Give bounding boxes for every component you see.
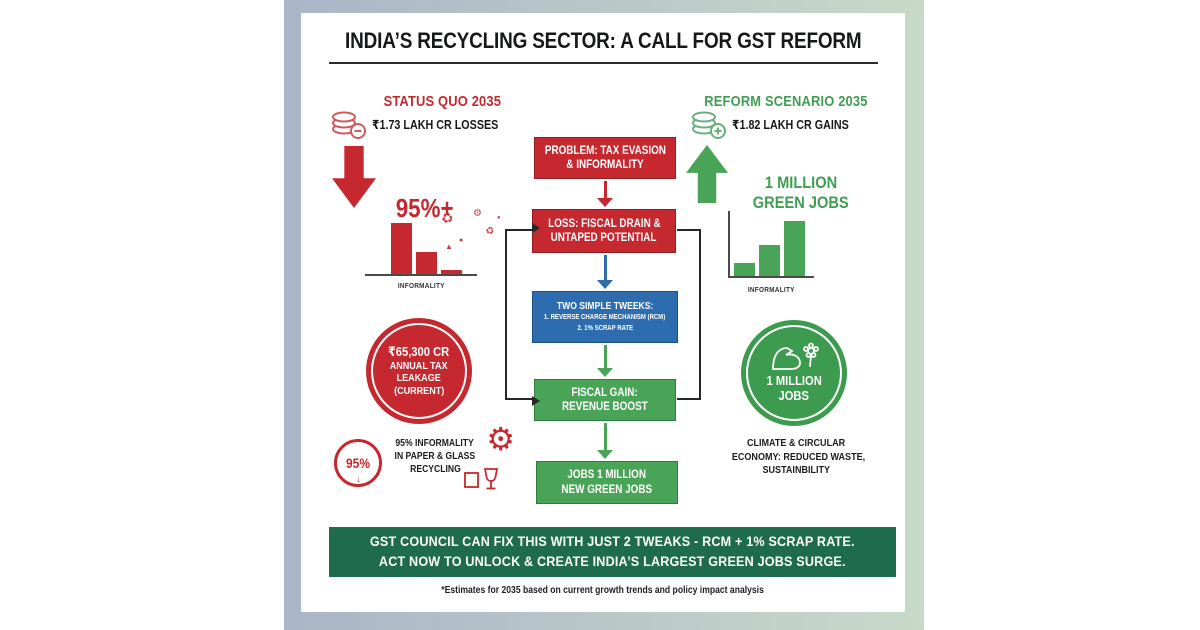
coins-minus-icon [332,111,366,139]
title-divider [329,62,878,64]
green-jobs-heading: 1 MILLION GREEN JOBS [753,173,849,213]
badge-ring [746,325,842,421]
informality-stat: 95%+ [396,193,454,223]
tiny-down-arrow-icon: ↓ [356,474,361,484]
status-quo-heading: STATUS QUO 2035 [383,93,501,110]
gear-icon: ⚙ [473,208,482,219]
reform-heading: REFORM SCENARIO 2035 [704,93,868,110]
recycle-icon: ♻ [439,208,456,228]
bar [759,245,780,276]
gains-value: ₹1.82 LAKH CR GAINS [732,118,849,132]
flow-box-jobs: JOBS 1 MILLION NEW GREEN JOBS [536,461,678,504]
recycle-icon: ♻ [483,225,496,238]
page-title: INDIA’S RECYCLING SECTOR: A CALL FOR GST… [344,28,862,53]
banner-line-1: GST COUNCIL CAN FIX THIS WITH JUST 2 TWE… [370,533,855,550]
paper-glass-note: 95% INFORMALITY IN PAPER & GLASS RECYCLI… [394,438,476,475]
bar [416,252,437,274]
informal-sector-icons: ♻ ⚙ ● ♻ ▲ ● [439,209,509,261]
infographic-card: INDIA’S RECYCLING SECTOR: A CALL FOR GST… [301,13,905,612]
flow-arrow-green [597,345,614,377]
footnote: *Estimates for 2035 based on current gro… [441,585,765,596]
bar [441,270,462,274]
gear-icon: ⚙ [486,421,515,457]
climate-note: CLIMATE & CIRCULAR ECONOMY: REDUCED WAST… [731,437,866,477]
dot-icon: ● [497,215,501,221]
bar [734,263,755,276]
million-jobs-badge: 1 MILLION JOBS [741,320,847,426]
box-and-glass-icon [464,468,499,490]
dot-icon: ● [459,237,464,244]
flow-box-problem: PROBLEM: TAX EVASION & INFORMALITY [534,137,676,179]
banner-line-2: ACT NOW TO UNLOCK & CREATE INDIA’S LARGE… [379,553,846,569]
left-connector-bracket [505,223,540,406]
status-quo-chart-label: INFORMALITY [397,281,445,290]
call-to-action-banner: GST COUNCIL CAN FIX THIS WITH JUST 2 TWE… [329,527,896,577]
flow-box-loss: LOSS: FISCAL DRAIN & UNTAPED POTENTIAL [532,209,676,253]
status-quo-bar-chart [365,221,477,276]
badge-ring [371,323,467,419]
ninety-five-percent-ring: 95% ↓ [334,439,382,487]
reform-bar-chart [728,211,814,278]
flow-arrow-green [597,423,614,459]
flow-arrow-blue [597,255,614,289]
bar [391,223,412,274]
coins-plus-icon [692,111,726,139]
losses-value: ₹1.73 LAKH CR LOSSES [372,118,499,132]
triangle-icon: ▲ [445,242,453,251]
recycling-materials-icon-group: ⚙ [463,423,517,493]
infographic-frame: INDIA’S RECYCLING SECTOR: A CALL FOR GST… [284,0,924,630]
flow-box-tweaks: TWO SIMPLE TWEEKS: 1. REVERSE CHARGE MEC… [532,291,678,343]
tax-leakage-badge: ₹65,300 CR ANNUAL TAX LEAKAGE (CURRENT) [366,318,472,424]
leakage-value: ₹65,300 CR [388,343,450,359]
flow-box-gain: FISCAL GAIN: REVENUE BOOST [534,379,676,421]
right-connector-bracket [677,229,701,400]
flow-arrow-red [597,181,614,207]
up-arrow-icon [686,145,728,203]
bar [784,221,805,276]
reform-chart-label: INFORMALITY [747,285,795,294]
